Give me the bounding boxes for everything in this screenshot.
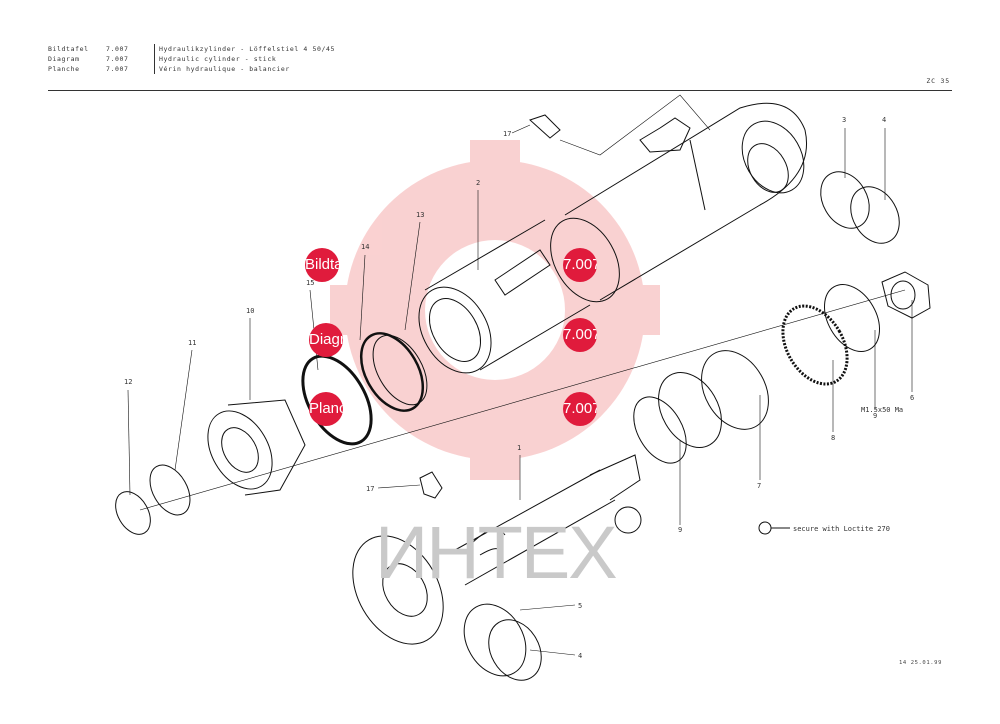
part-label: 15 (306, 279, 314, 287)
piston-assembly (633, 350, 769, 464)
part-label: 9 (678, 526, 682, 534)
title-block: Bildtafel 7.007 Hydraulikzylinder - Löff… (48, 44, 459, 74)
piston-rod (352, 454, 641, 645)
badge-code-1[interactable]: 7.007 (563, 248, 597, 282)
part-label: 1 (517, 444, 521, 452)
badge-code-2[interactable]: 7.007 (563, 318, 597, 352)
title-desc: Vérin hydraulique - balancier (154, 64, 459, 74)
title-label: Planche (48, 65, 80, 73)
cylinder-tube (550, 102, 807, 303)
scraper-ring-12 (115, 491, 151, 535)
gland-nut-10 (207, 399, 306, 496)
thread-note: M1.5x50 Ma (861, 406, 903, 414)
title-label: Bildtafel (48, 45, 89, 53)
part-label: 10 (246, 307, 254, 315)
watermark-gear-logo (330, 140, 660, 480)
loctite-marker (614, 506, 642, 534)
wiper-seal-11 (149, 464, 191, 516)
title-row-en: Diagram 7.007 Hydraulic cylinder - stick (48, 54, 459, 64)
part-label: 17 (503, 130, 511, 138)
assembly-axis (139, 289, 906, 511)
cylinder-head (418, 219, 591, 374)
badge-code-3[interactable]: 7.007 (563, 392, 597, 426)
guide-ring-8 (781, 304, 849, 386)
part-label: 6 (910, 394, 914, 402)
loctite-legend-marker (758, 521, 772, 535)
part-label: 3 (842, 116, 846, 124)
date-stamp: 14 25.01.99 (898, 660, 942, 666)
part-label: 7 (757, 482, 761, 490)
title-label: Diagram (48, 55, 80, 63)
part-label: 4 (578, 652, 582, 660)
part-label: 4 (882, 116, 886, 124)
header-divider (48, 90, 952, 91)
bushing-5 (463, 603, 527, 677)
part-label: 9 (873, 412, 877, 420)
page-id: ZC 35 (926, 77, 950, 85)
badge-planche[interactable]: Planche (309, 392, 343, 426)
part-label: 5 (578, 602, 582, 610)
bushing-3 (820, 171, 870, 229)
circlip-4-lower (488, 619, 542, 681)
part-label: 2 (476, 179, 480, 187)
badge-diagram[interactable]: Diagram (309, 323, 343, 357)
part-label: 12 (124, 378, 132, 386)
seal-ring-9 (824, 284, 880, 352)
part-label: 11 (188, 339, 196, 347)
o-ring-13 (359, 332, 425, 412)
part-label: 14 (361, 243, 369, 251)
badge-bildtafel[interactable]: Bildtafel (305, 248, 339, 282)
part-number-labels: 2 13 14 15 10 11 12 3 4 6 9 8 7 9 1 17 1… (124, 116, 914, 660)
loctite-note: secure with Loctite 270 (793, 525, 890, 533)
circlip-4 (850, 186, 900, 244)
watermark-text: ИНТЕХ (375, 511, 618, 594)
part-label: 17 (366, 485, 374, 493)
grease-nipple-17-bottom (419, 471, 443, 499)
title-row-fr: Planche 7.007 Vérin hydraulique - balanc… (48, 64, 459, 74)
grease-nipple-17-top (529, 114, 561, 139)
title-code: 7.007 (106, 55, 129, 63)
leader-lines (127, 94, 913, 656)
title-code: 7.007 (106, 45, 129, 53)
title-code: 7.007 (106, 65, 129, 73)
title-desc: Hydraulic cylinder - stick (154, 54, 459, 64)
part-label: 8 (831, 434, 835, 442)
hex-nut-6 (881, 271, 931, 319)
part-label: 13 (416, 211, 424, 219)
title-row-de: Bildtafel 7.007 Hydraulikzylinder - Löff… (48, 44, 459, 54)
title-desc: Hydraulikzylinder - Löffelstiel 4 50/45 (154, 44, 459, 54)
